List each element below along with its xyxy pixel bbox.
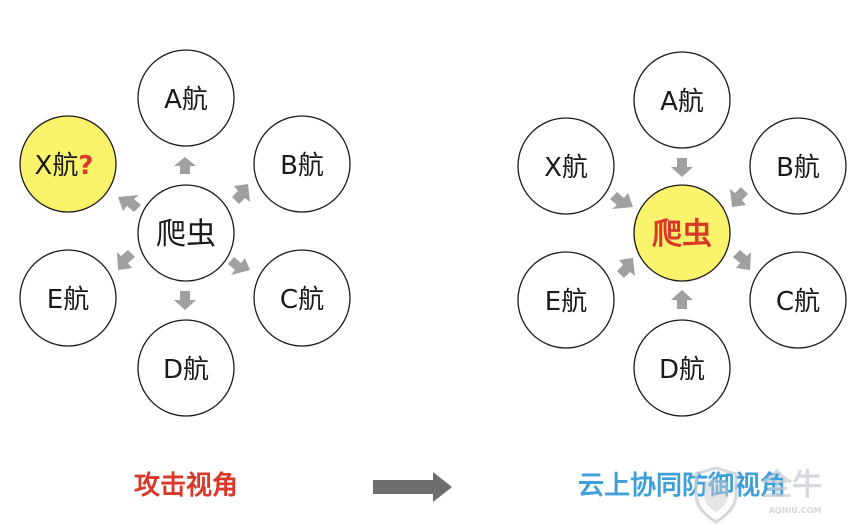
left-arrow-to-c — [228, 257, 250, 275]
left-node-c-label: C航 — [280, 285, 324, 315]
watermark: 全牛 AQNIU.COM — [694, 466, 822, 524]
left-arrow-to-d — [174, 291, 196, 310]
left-node-a: A航 — [137, 49, 235, 147]
left-node-x-label: X航 — [35, 151, 79, 181]
right-arrow-from-d — [671, 290, 693, 309]
shield-inner-icon — [704, 478, 728, 512]
left-arrow-to-e — [117, 250, 135, 270]
right-node-d-label: D航 — [659, 355, 705, 385]
right-node-a: A航 — [633, 51, 731, 149]
left-node-e-label: E航 — [47, 285, 89, 315]
right-center-label: 爬虫 — [652, 217, 712, 252]
left-node-x: X航? — [19, 115, 117, 213]
right-node-c: C航 — [749, 251, 847, 349]
left-node-d-label: D航 — [163, 355, 209, 385]
left-diagram: A航 B航 C航 D航 E航 X航? 爬虫 攻击视角 — [19, 49, 351, 501]
transition-arrow — [373, 472, 452, 502]
left-arrow-to-x — [118, 195, 141, 212]
right-center-node: 爬虫 — [633, 184, 731, 282]
right-arrow-from-c — [733, 250, 751, 270]
left-node-x-text: X航? — [35, 151, 94, 181]
watermark-text: 全牛 — [761, 468, 822, 503]
left-node-a-label: A航 — [164, 85, 208, 115]
right-node-x: X航 — [517, 117, 615, 215]
left-node-b: B航 — [253, 115, 351, 213]
right-node-b: B航 — [749, 117, 847, 215]
left-node-d: D航 — [137, 319, 235, 417]
left-arrow-to-a — [174, 157, 196, 174]
right-node-c-label: C航 — [776, 287, 820, 317]
right-arrow-from-a — [671, 158, 693, 177]
right-node-x-label: X航 — [544, 153, 588, 183]
right-arrow-from-x — [610, 192, 633, 209]
watermark-sub: AQNIU.COM — [769, 506, 822, 515]
right-node-a-label: A航 — [660, 87, 704, 117]
right-node-d: D航 — [633, 319, 731, 417]
left-center-label: 爬虫 — [156, 217, 216, 252]
right-node-b-label: B航 — [776, 153, 820, 183]
right-node-e-label: E航 — [545, 287, 587, 317]
left-caption: 攻击视角 — [134, 470, 238, 501]
right-caption: 云上协同防御视角 — [578, 470, 786, 501]
left-node-b-label: B航 — [280, 151, 324, 181]
shield-icon — [694, 466, 738, 524]
left-node-c: C航 — [253, 249, 351, 347]
right-node-e: E航 — [517, 251, 615, 349]
left-center-node: 爬虫 — [137, 184, 235, 282]
left-node-e: E航 — [19, 249, 117, 347]
left-arrow-to-b — [232, 184, 250, 204]
right-arrow-from-b — [730, 187, 748, 207]
right-arrow-from-e — [617, 258, 635, 278]
right-diagram: A航 B航 C航 D航 E航 X航 爬虫 云上协同防御视角 — [517, 51, 847, 501]
question-mark: ? — [78, 151, 93, 181]
